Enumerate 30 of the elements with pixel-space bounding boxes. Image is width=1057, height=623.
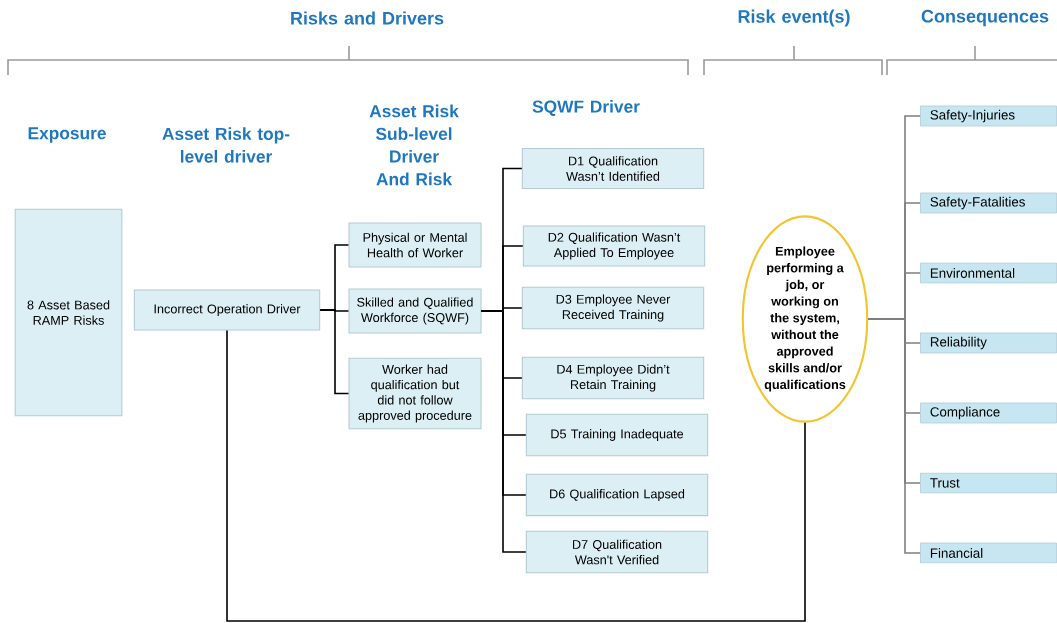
consequence-box: Financial [920,542,1057,564]
process-box: D6 Qualification Lapsed [525,473,709,517]
process-box: D3 Employee Never Received Training [521,286,705,330]
column-heading: Exposure [28,127,106,143]
process-box: Skilled and Qualified Workforce (SQWF) [348,288,482,334]
connector-line [480,310,527,553]
consequence-box: Environmental [920,262,1057,284]
header-label: Consequences [921,9,1049,27]
column-heading: SQWF Driver [532,100,640,116]
header-label: Risks and Drivers [291,11,444,25]
process-box: D4 Employee Didn’t Retain Training [521,356,705,400]
connector-line [319,309,350,395]
consequence-box: Reliability [920,332,1057,354]
process-box: D2 Qualification Wasn’t Applied To Employee [522,225,706,267]
process-box: Worker had qualification but did not follow approved procedure [348,357,482,430]
connector-line [226,329,806,622]
process-box: D1 Qualification Wasn’t Identified [521,147,705,190]
consequence-box: Trust [920,472,1057,494]
consequence-box: Safety-Injuries [920,105,1057,127]
process-box: Incorrect Operation Driver [133,289,321,331]
process-box: 8 Asset Based RAMP Risks [14,208,123,417]
process-box: D7 Qualification Wasn't Verified [525,530,709,574]
header-label: Risk event(s) [738,9,850,27]
consequence-box: Safety-Fatalities [920,192,1057,214]
connector-line [867,318,921,554]
consequence-box: Compliance [920,402,1057,424]
process-box: Physical or Mental Health of Worker [348,222,482,268]
column-heading: Asset Risk Sub-level Driver And Risk [369,104,459,186]
column-heading: Asset Risk top-level driver [162,127,290,163]
process-box: D5 Training Inadequate [525,413,709,457]
